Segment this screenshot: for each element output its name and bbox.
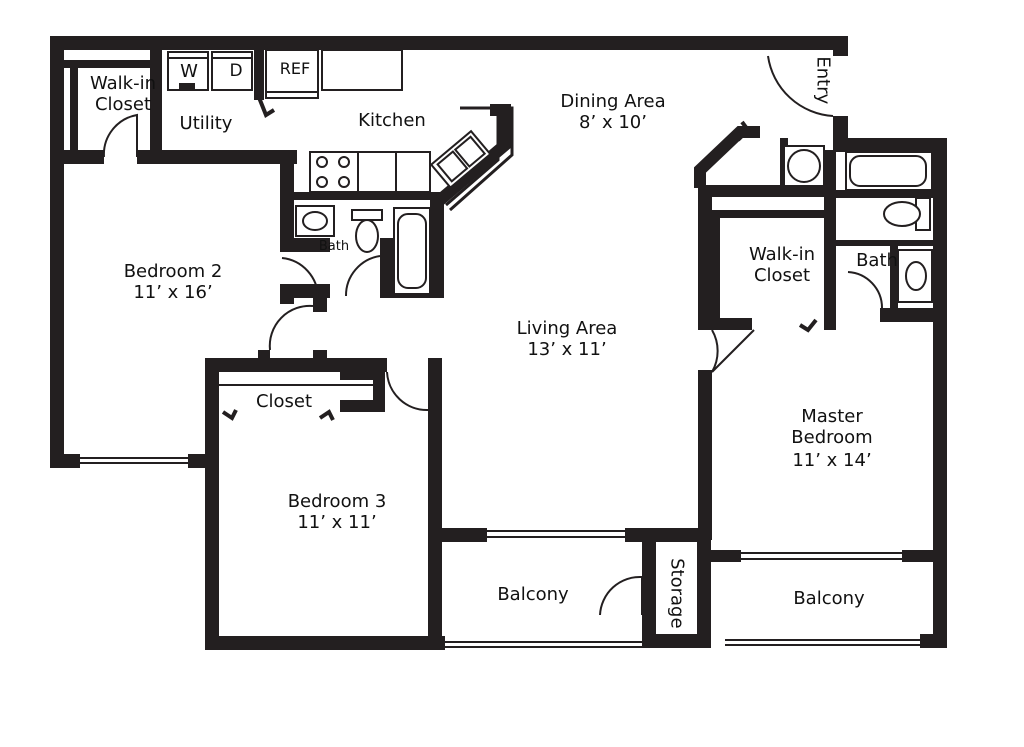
walkin-closet-master-line2: Closet [753,264,811,286]
master-bath-label: Bath [856,250,898,271]
small-bath-label: Bath [318,239,350,254]
dryer-label: D [229,61,243,81]
master-bedroom-label: Master Bedroom 11’ x 14’ [772,406,892,472]
dining-area-name: Dining Area [560,91,666,112]
walkin-closet-master-label: Walk-in Closet [740,244,824,286]
kitchen-label: Kitchen [358,110,426,131]
bedroom3-label: Bedroom 3 11’ x 11’ [272,491,402,533]
refrigerator-label: REF [279,59,311,78]
living-area-label: Living Area 13’ x 11’ [500,318,634,360]
bedroom2-label: Bedroom 2 11’ x 16’ [110,261,236,303]
washer-label: W [180,61,198,82]
bedroom3-size: 11’ x 11’ [297,511,377,533]
walkin-closet-left-line1: Walk-in [89,73,156,94]
bedroom2-size: 11’ x 16’ [133,281,213,303]
utility-label: Utility [179,113,233,134]
dining-area-label: Dining Area 8’ x 10’ [548,91,678,133]
closet-door-marks [221,94,818,421]
master-bedroom-size: 11’ x 14’ [792,450,872,472]
angled-walls [436,104,760,205]
balcony-right-label: Balcony [793,588,865,609]
closet-label: Closet [255,391,313,412]
master-bedroom-line1: Master [801,406,863,427]
entry-label: Entry [812,56,834,105]
bedroom3-name: Bedroom 3 [287,491,387,512]
balcony-left-label: Balcony [497,584,569,605]
fixtures [167,49,933,303]
living-area-size: 13’ x 11’ [527,338,607,360]
dining-area-size: 8’ x 10’ [579,111,647,133]
walkin-closet-left-line2: Closet [94,93,152,115]
master-bedroom-line2: Bedroom [791,426,873,448]
storage-label: Storage [666,558,688,629]
walkin-closet-master-line1: Walk-in [748,244,815,265]
walkin-closet-left-label: Walk-in Closet [83,73,163,115]
windows [80,384,920,648]
kitchen-counter [445,106,514,212]
bedroom2-name: Bedroom 2 [123,261,223,282]
exterior-walls [50,36,947,650]
door-swings [102,55,884,616]
living-area-name: Living Area [516,318,618,339]
